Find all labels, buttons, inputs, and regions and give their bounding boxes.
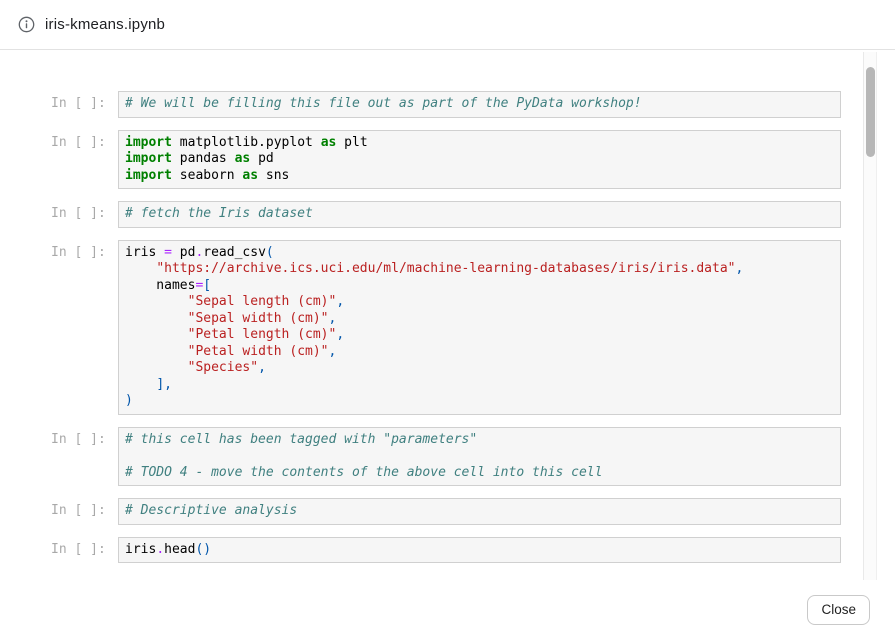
notebook-cell: In [ ]: import matplotlib.pyplot as plt i… <box>51 129 841 189</box>
cell-source: iris.head() <box>118 536 841 563</box>
notebook-cell: In [ ]: iris.head() <box>51 536 841 563</box>
cell-source: iris = pd.read_csv( "https://archive.ics… <box>118 239 841 415</box>
notebook-scroll-area: In [ ]: # We will be filling this file ou… <box>0 50 895 584</box>
cell-prompt: In [ ]: <box>51 244 106 260</box>
notebook-cell: In [ ]: # We will be filling this file ou… <box>51 91 841 118</box>
notebook-cell: In [ ]: # this cell has been tagged with … <box>51 426 841 486</box>
cell-source: # fetch the Iris dataset <box>118 201 841 228</box>
cell-source: # We will be filling this file out as pa… <box>118 91 841 118</box>
info-icon <box>18 16 35 33</box>
notebook-cells: In [ ]: # We will be filling this file ou… <box>51 91 841 563</box>
dialog-body: In [ ]: # We will be filling this file ou… <box>0 50 895 584</box>
cell-prompt: In [ ]: <box>51 134 106 150</box>
notebook-cell: In [ ]: # Descriptive analysis <box>51 498 841 525</box>
cell-prompt: In [ ]: <box>51 96 106 111</box>
scrollbar-track[interactable] <box>863 52 877 580</box>
close-button[interactable]: Close <box>807 595 870 625</box>
dialog-header: iris-kmeans.ipynb <box>0 0 895 50</box>
cell-prompt: In [ ]: <box>51 541 106 557</box>
dialog-footer: Close <box>0 584 895 643</box>
cell-prompt: In [ ]: <box>51 503 106 518</box>
cell-source: # this cell has been tagged with "parame… <box>118 426 841 486</box>
cell-prompt: In [ ]: <box>51 431 106 447</box>
scrollbar-thumb[interactable] <box>866 67 875 157</box>
notebook-cell: In [ ]: # fetch the Iris dataset <box>51 201 841 228</box>
file-title: iris-kmeans.ipynb <box>45 16 166 33</box>
cell-prompt: In [ ]: <box>51 206 106 221</box>
cell-source: # Descriptive analysis <box>118 498 841 525</box>
notebook-cell: In [ ]: iris = pd.read_csv( "https://arch… <box>51 239 841 415</box>
cell-source: import matplotlib.pyplot as plt import p… <box>118 129 841 189</box>
